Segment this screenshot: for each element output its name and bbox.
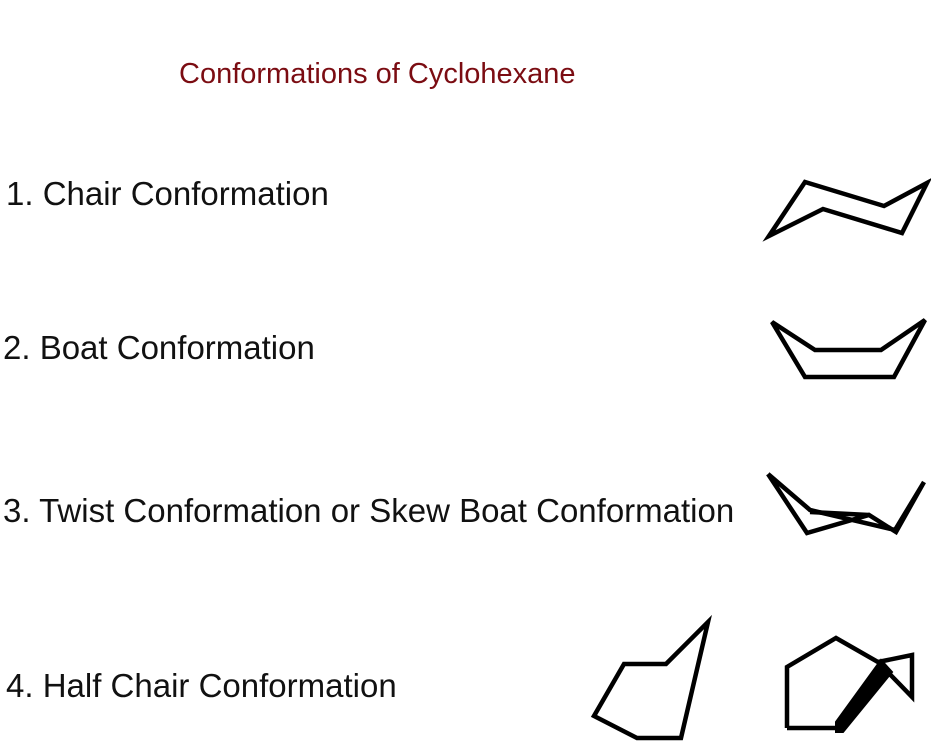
half-chair-ring-b xyxy=(784,635,915,728)
twist-boat-cross-bond xyxy=(809,509,870,518)
half-chair-wedge-bond xyxy=(835,658,894,733)
boat-ring xyxy=(770,318,927,380)
chair-conformation-label: 1. Chair Conformation xyxy=(6,175,329,212)
boat-conformation-label: 2. Boat Conformation xyxy=(3,329,315,366)
twist-conformation-label: 3. Twist Conformation or Skew Boat Confo… xyxy=(3,492,735,529)
chair-ring xyxy=(762,178,931,242)
page-title: Conformations of Cyclohexane xyxy=(179,58,576,90)
half-chair-conformation-label: 4. Half Chair Conformation xyxy=(6,667,397,704)
half-chair-ring-a xyxy=(590,614,712,741)
